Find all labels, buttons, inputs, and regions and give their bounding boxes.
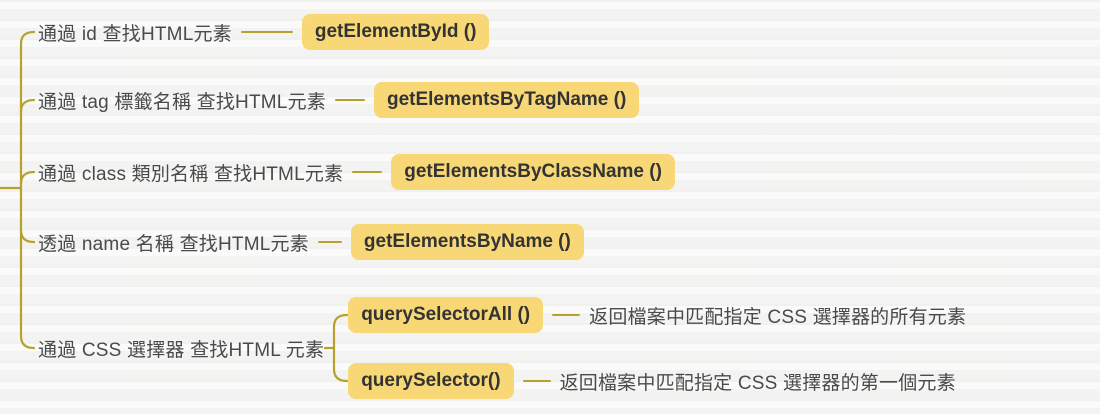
method-node-getelementbyid[interactable]: getElementById () xyxy=(301,14,490,50)
branch-label-name[interactable]: 透過 name 名稱 查找HTML元素 xyxy=(38,233,309,255)
method-node-getelementsbyname[interactable]: getElementsByName () xyxy=(350,224,584,260)
branch-row-tag: 通過 tag 標籤名稱 查找HTML元素 getElementsByTagNam… xyxy=(38,82,640,118)
css-selector-children: querySelectorAll () 返回檔案中匹配指定 CSS 選擇器的所有… xyxy=(348,297,966,399)
branch-connector xyxy=(334,99,365,101)
method-node-queryselectorall[interactable]: querySelectorAll () xyxy=(348,297,544,333)
branch-label-class[interactable]: 通過 class 類別名稱 查找HTML元素 xyxy=(38,163,344,185)
child-row-queryselectorall: querySelectorAll () 返回檔案中匹配指定 CSS 選擇器的所有… xyxy=(348,297,966,333)
branch-connector xyxy=(552,314,581,316)
branch-connector xyxy=(317,241,342,243)
branch-row-name: 透過 name 名稱 查找HTML元素 getElementsByName () xyxy=(38,224,584,260)
branch-row-id: 通過 id 查找HTML元素 getElementById () xyxy=(38,14,490,50)
branch-label-id[interactable]: 通過 id 查找HTML元素 xyxy=(38,23,232,45)
branch-label-tag[interactable]: 通過 tag 標籤名稱 查找HTML元素 xyxy=(38,91,326,113)
elbow-branch-2 xyxy=(19,98,36,114)
branch-connector xyxy=(522,380,551,382)
branch-connector xyxy=(352,171,383,173)
branch-label-css-selector[interactable]: 通過 CSS 選擇器 查找HTML 元素 xyxy=(38,339,325,361)
method-node-getelementsbyclassname[interactable]: getElementsByClassName () xyxy=(391,154,675,190)
elbow-branch-3 xyxy=(19,170,36,186)
description-queryselector[interactable]: 返回檔案中匹配指定 CSS 選擇器的第一個元素 xyxy=(559,372,956,394)
description-queryselectorall[interactable]: 返回檔案中匹配指定 CSS 選擇器的所有元素 xyxy=(589,306,967,328)
bracket-curve xyxy=(333,313,349,383)
branch-row-css-selector: 通過 CSS 選擇器 查找HTML 元素 querySelectorAll ()… xyxy=(38,297,966,399)
elbow-branch-4 xyxy=(19,228,36,244)
branch-connector xyxy=(240,31,293,33)
branch-row-class: 通過 class 類別名稱 查找HTML元素 getElementsByClas… xyxy=(38,154,675,190)
child-row-queryselector: querySelector() 返回檔案中匹配指定 CSS 選擇器的第一個元素 xyxy=(348,363,966,399)
css-branch-bracket-connector xyxy=(324,313,349,383)
method-node-queryselector[interactable]: querySelector() xyxy=(348,363,514,399)
method-node-getelementsbytagname[interactable]: getElementsByTagName () xyxy=(373,82,640,118)
trunk-spine xyxy=(19,30,36,350)
